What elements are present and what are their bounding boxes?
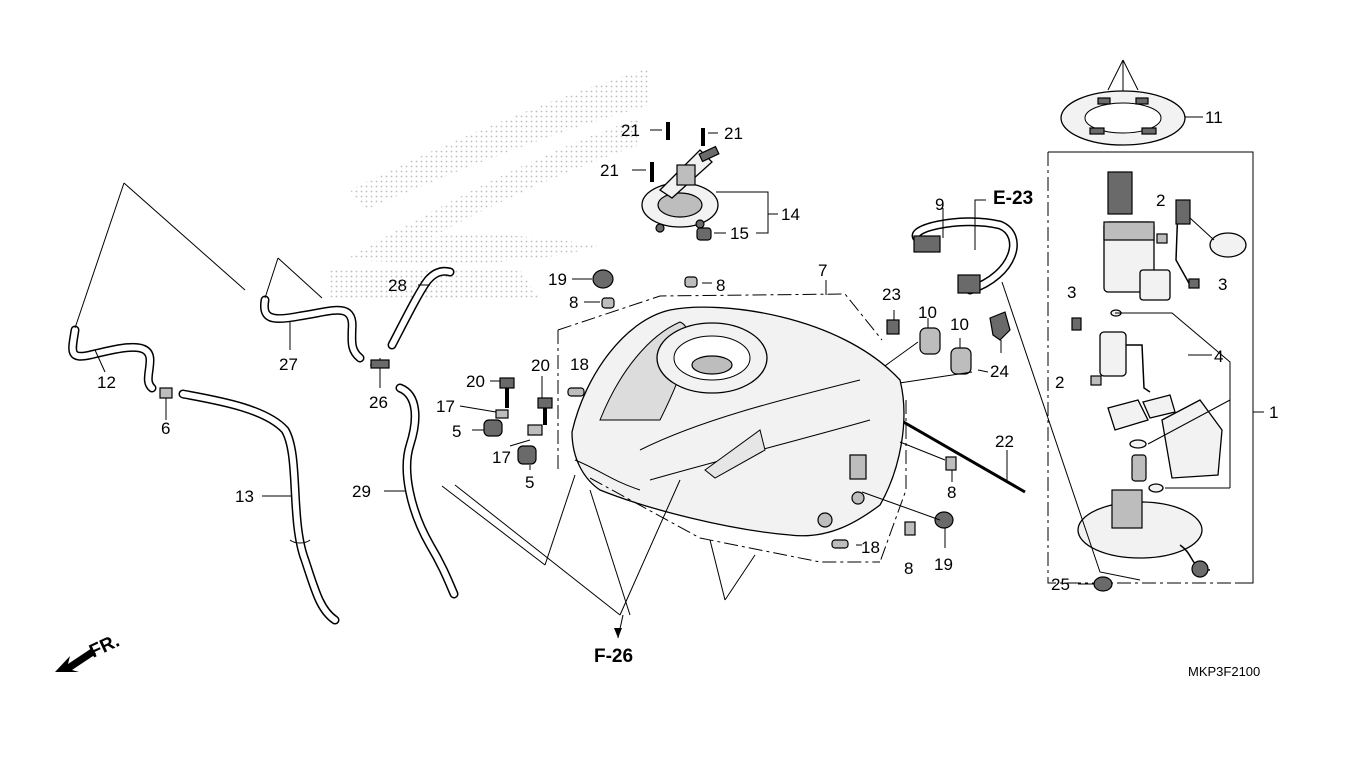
nut-part: [886, 319, 900, 335]
callout-8: 8: [569, 293, 578, 312]
callout-21: 21: [621, 121, 640, 140]
direction-label: FR.: [86, 631, 123, 663]
grommet-part: [592, 269, 614, 289]
reference-e23: E-23: [993, 188, 1033, 209]
damper-rubber-part: [950, 347, 972, 375]
callout-3: 3: [1218, 275, 1227, 294]
callout-9: 9: [935, 195, 944, 214]
bolt-part: [483, 377, 553, 465]
cushion-part: [904, 521, 916, 536]
callout-8: 8: [716, 276, 725, 295]
callout-4: 4: [1214, 347, 1223, 366]
return-hose-part: [395, 383, 459, 599]
clip-part: [989, 311, 1011, 341]
reference-f26: F-26: [594, 646, 633, 667]
callout-5: 5: [452, 422, 461, 441]
callout-8: 8: [947, 483, 956, 502]
callout-24: 24: [990, 362, 1009, 381]
callout-19: 19: [548, 270, 567, 289]
callout-18: 18: [861, 538, 880, 557]
front-direction-arrow-icon: FR.: [55, 631, 123, 672]
callout-20: 20: [466, 372, 485, 391]
cushion-part: [684, 276, 698, 288]
callout-27: 27: [279, 355, 298, 374]
fuel-cap-assembly-part: [641, 122, 720, 241]
callout-25: 25: [1051, 575, 1070, 594]
vent-hose-part: [387, 266, 455, 350]
cushion-part: [831, 539, 849, 549]
callout-7: 7: [818, 261, 827, 280]
callout-18: 18: [570, 355, 589, 374]
fuel-pump-module: [1071, 171, 1247, 578]
cushion-part: [601, 297, 615, 309]
callout-2: 2: [1156, 191, 1165, 210]
callout-15: 15: [730, 224, 749, 243]
drain-hose-part: [178, 389, 340, 625]
overflow-hose-part: [259, 295, 365, 363]
callout-26: 26: [369, 393, 388, 412]
fuel-feed-hose-part: [911, 217, 1018, 295]
callout-23: 23: [882, 285, 901, 304]
callout-17: 17: [436, 397, 455, 416]
damper-rubber-part: [919, 327, 941, 355]
cushion-part: [567, 387, 585, 397]
callout-3: 3: [1067, 283, 1076, 302]
callout-21: 21: [600, 161, 619, 180]
callout-8: 8: [904, 559, 913, 578]
callout-17: 17: [492, 448, 511, 467]
grommet-part: [934, 511, 954, 529]
callout-21: 21: [724, 124, 743, 143]
callout-13: 13: [235, 487, 254, 506]
callout-28: 28: [388, 276, 407, 295]
callout-29: 29: [352, 482, 371, 501]
callout-12: 12: [97, 373, 116, 392]
retainer-ring-part: [1060, 90, 1186, 146]
callout-22: 22: [995, 432, 1014, 451]
nut-part: [1093, 576, 1113, 592]
callout-14: 14: [781, 205, 800, 224]
callout-11: 11: [1205, 108, 1223, 127]
diagram-code: MKP3F2100: [1188, 664, 1260, 679]
breather-hose-part: [68, 325, 157, 393]
callout-10: 10: [950, 315, 969, 334]
callout-6: 6: [161, 419, 170, 438]
callout-1: 1: [1269, 403, 1278, 422]
three-way-joint-part: [370, 359, 390, 369]
fuel-tank-part: [571, 306, 905, 537]
callout-2: 2: [1055, 373, 1064, 392]
callout-19: 19: [934, 555, 953, 574]
callout-10: 10: [918, 303, 937, 322]
cushion-part: [945, 456, 957, 471]
joint-part: [159, 387, 173, 399]
callout-20: 20: [531, 356, 550, 375]
callout-5: 5: [525, 473, 534, 492]
